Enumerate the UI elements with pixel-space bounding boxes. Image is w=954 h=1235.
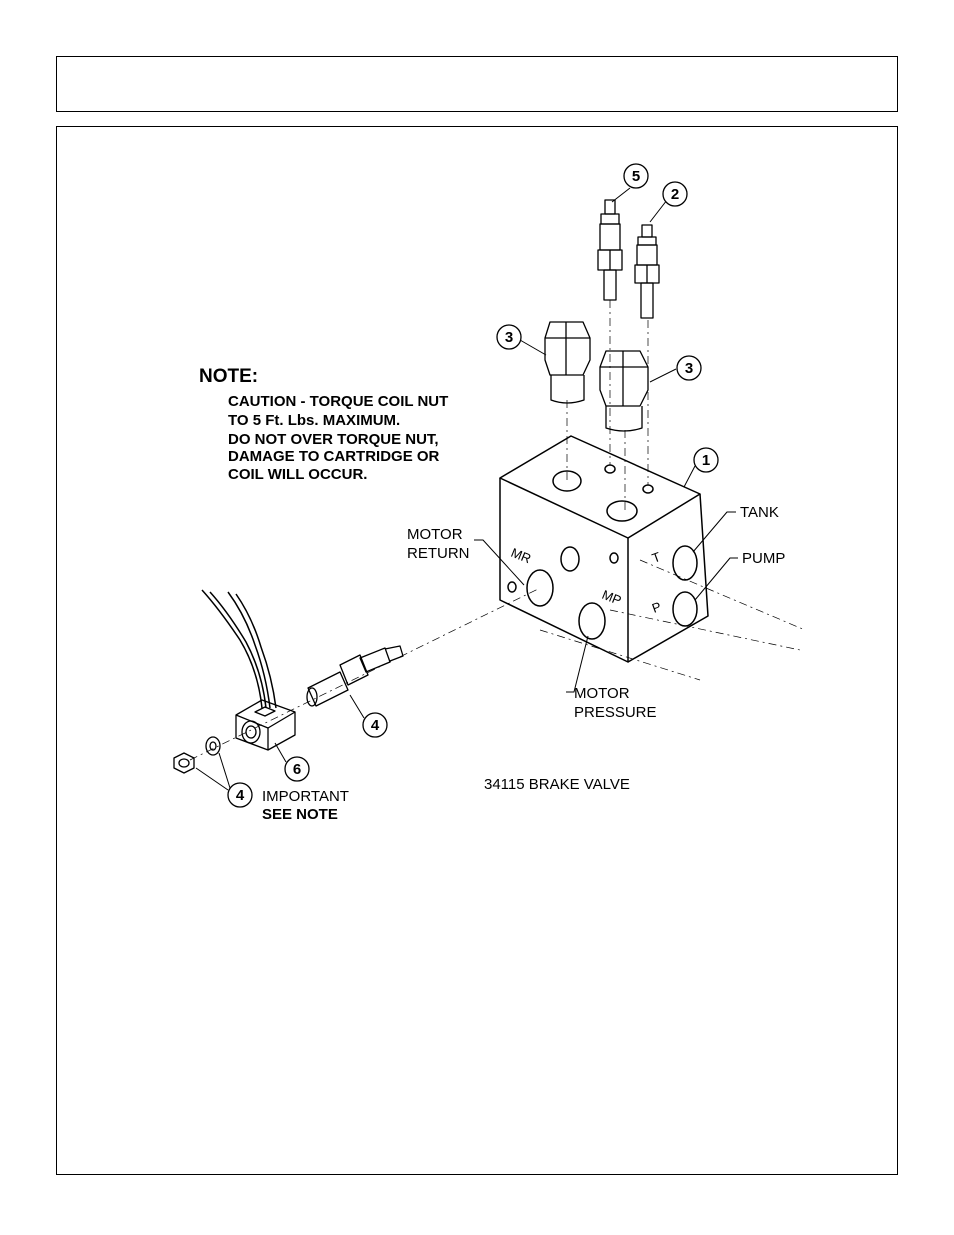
note-line-1: CAUTION - TORQUE COIL NUT [228, 393, 448, 410]
callout-4-cartridge-number: 4 [371, 717, 380, 734]
callout-2-number: 2 [671, 186, 679, 203]
note-line-5: COIL WILL OCCUR. [228, 466, 367, 483]
callout-1-number: 1 [702, 452, 710, 469]
label-see-note: SEE NOTE [262, 806, 338, 823]
solenoid-coil [202, 590, 295, 750]
callout-3-left-number: 3 [505, 329, 513, 346]
coil-nut [174, 753, 194, 773]
label-motor-pressure-1: MOTOR [574, 685, 630, 702]
label-motor-return-2: RETURN [407, 545, 470, 562]
port-mark-t: T [650, 549, 663, 566]
port-plug-left [545, 322, 590, 403]
solenoid-cartridge [307, 646, 403, 706]
note-line-3: DO NOT OVER TORQUE NUT, [228, 431, 439, 448]
label-motor-pressure-2: PRESSURE [574, 704, 657, 721]
label-tank: TANK [740, 504, 779, 521]
callout-4-nut-number: 4 [236, 787, 245, 804]
valve-block [500, 436, 708, 662]
callout-3-right-number: 3 [685, 360, 693, 377]
port-mark-p: P [650, 599, 663, 616]
leader-lines [196, 188, 738, 790]
cartridge-2 [635, 225, 659, 318]
port-mark-mr: MR [509, 545, 533, 566]
note-line-2: TO 5 Ft. Lbs. MAXIMUM. [228, 412, 400, 429]
diagram-caption: 34115 BRAKE VALVE [484, 776, 630, 793]
label-pump: PUMP [742, 550, 785, 567]
label-important: IMPORTANT [262, 788, 349, 805]
callout-6-number: 6 [293, 761, 301, 778]
label-motor-return-1: MOTOR [407, 526, 463, 543]
port-mark-mp: MP [600, 587, 624, 608]
cartridge-5 [598, 200, 622, 300]
callout-5-number: 5 [632, 168, 640, 185]
port-plug-right [600, 351, 648, 431]
note-title: NOTE: [199, 366, 258, 387]
note-line-4: DAMAGE TO CARTRIDGE OR [228, 448, 440, 465]
centerlines [190, 300, 805, 760]
